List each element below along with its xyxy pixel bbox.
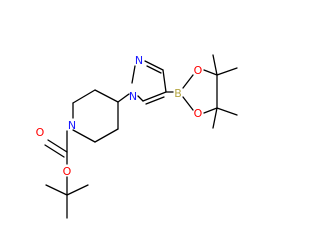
bond: [216, 67, 238, 76]
molecule-diagram: N N N B O O O O: [36, 54, 238, 219]
bond: [212, 54, 218, 76]
bond: [146, 65, 162, 74]
atom-labels: N N N B O O O O: [36, 54, 203, 178]
bond: [94, 128, 119, 143]
bond: [94, 89, 119, 103]
bond: [182, 74, 194, 89]
bond: [117, 93, 130, 103]
bond: [203, 69, 218, 76]
atom-o-boronate-top: O: [194, 64, 203, 77]
atom-n-pyrazole-1: N: [129, 90, 137, 103]
bond: [131, 65, 136, 84]
bonds: [44, 54, 238, 219]
atom-n-pyrazole-2: N: [135, 54, 143, 67]
atom-o-boronate-bottom: O: [194, 107, 203, 120]
atom-o-carbonyl: O: [36, 126, 45, 139]
bond: [212, 107, 218, 129]
bond: [44, 144, 65, 158]
bond: [47, 139, 68, 153]
bond: [72, 129, 96, 143]
atom-boron: B: [174, 87, 182, 100]
atom-o-ester: O: [63, 165, 72, 178]
bond: [142, 91, 167, 102]
bond: [66, 184, 89, 196]
bond: [137, 95, 144, 102]
atom-n-piperidine: N: [68, 119, 76, 132]
bond: [45, 184, 68, 196]
bond: [145, 96, 165, 105]
bond: [182, 96, 194, 111]
bond: [162, 69, 167, 93]
bond: [203, 107, 218, 114]
bond: [144, 60, 164, 71]
bond: [216, 107, 238, 116]
bond: [72, 89, 96, 104]
